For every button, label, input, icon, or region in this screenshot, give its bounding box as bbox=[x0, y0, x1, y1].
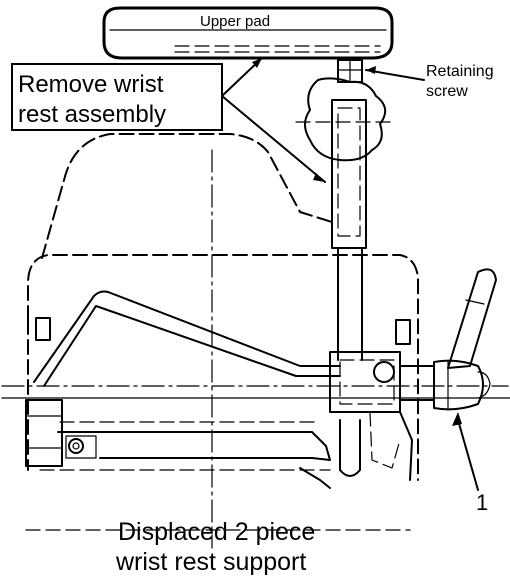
lever-handle-icon bbox=[447, 268, 497, 369]
remove-label-box bbox=[11, 63, 223, 131]
caption-line-2: wrist rest support bbox=[115, 548, 306, 576]
support-arm bbox=[33, 290, 341, 387]
retaining-screw-label-line-2: screw bbox=[426, 83, 468, 100]
lower-slide-rail bbox=[57, 421, 331, 489]
remove-leader-lines bbox=[221, 57, 326, 183]
housing-outline bbox=[25, 133, 419, 531]
item-number-label: 1 bbox=[476, 490, 488, 515]
retaining-screw-label-line-1: Retaining bbox=[426, 63, 494, 80]
locking-knob bbox=[399, 359, 491, 411]
clamp-knob bbox=[295, 77, 395, 162]
upper-pad-label: Upper pad bbox=[200, 13, 270, 30]
remove-label-line-2: rest assembly bbox=[18, 101, 166, 128]
item-1-leader bbox=[452, 412, 479, 491]
caption-line-1: Displaced 2 piece bbox=[118, 518, 315, 546]
upper-pad bbox=[102, 6, 394, 60]
vertical-post bbox=[331, 99, 367, 477]
remove-label-line-1: Remove wrist bbox=[18, 71, 164, 98]
retaining-screw-leader bbox=[365, 66, 425, 81]
left-bracket bbox=[25, 317, 63, 467]
